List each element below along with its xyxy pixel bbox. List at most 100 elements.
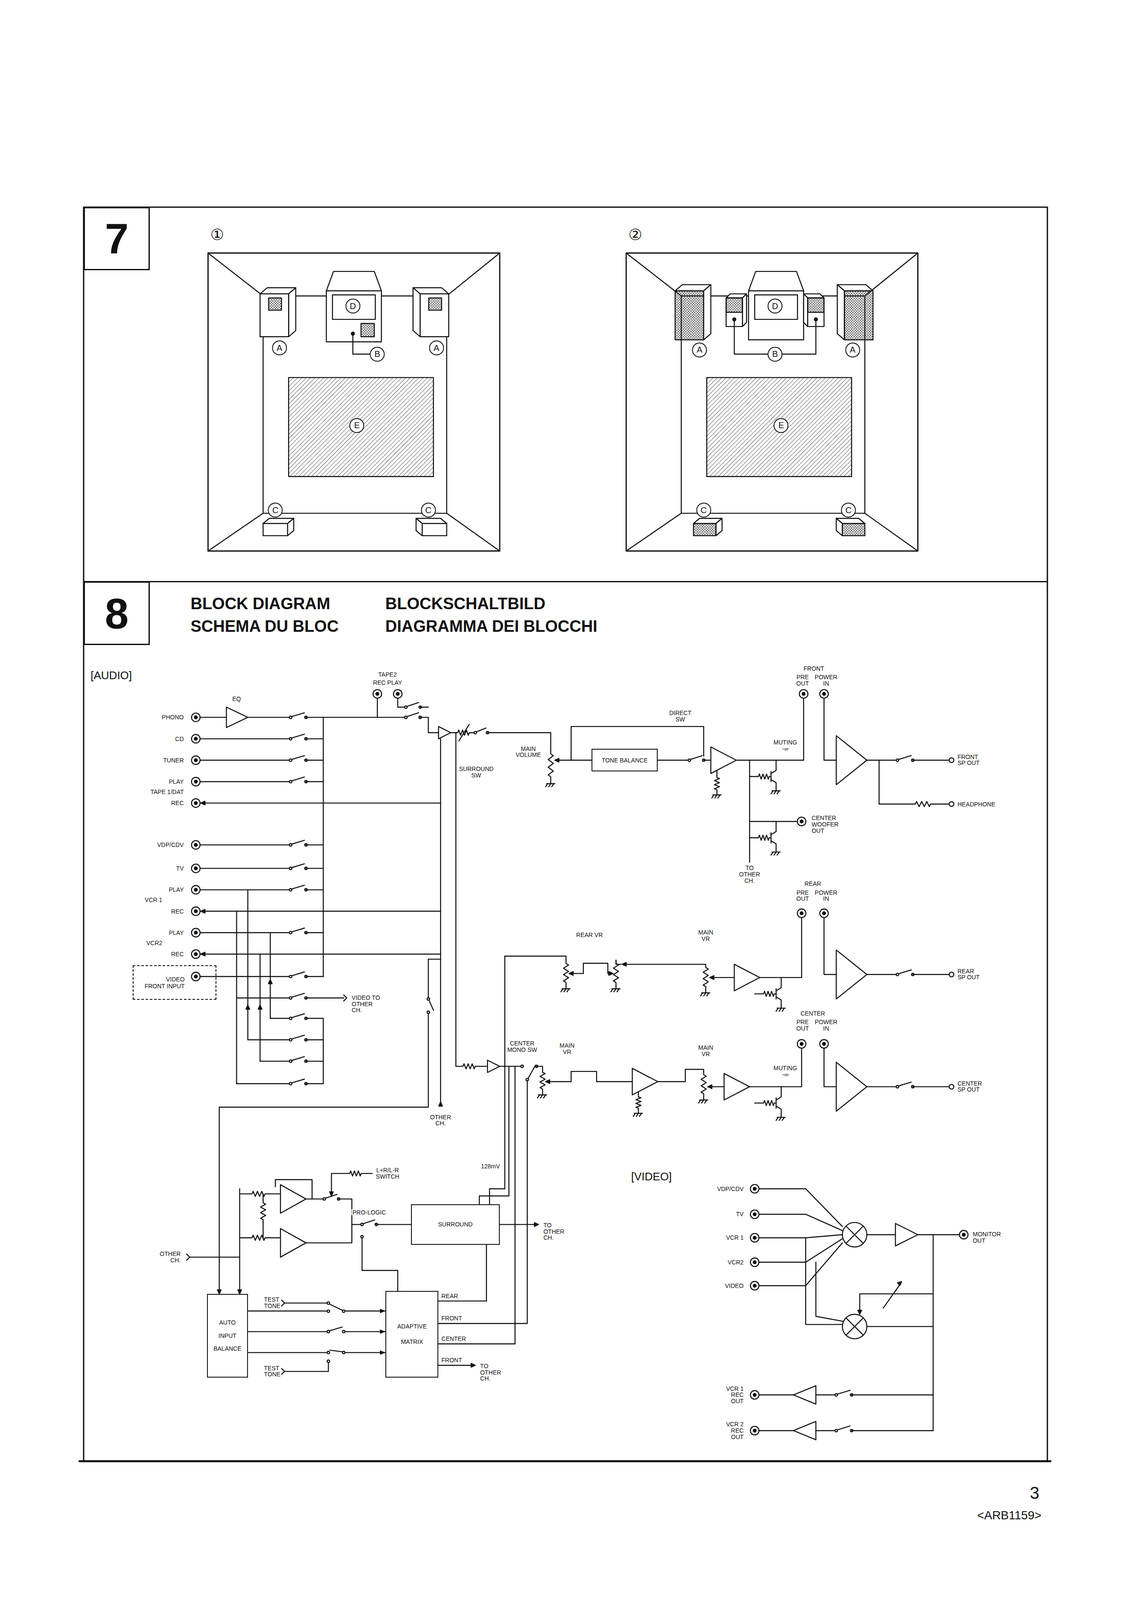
callout-letter-text: A <box>849 344 856 355</box>
wire <box>419 706 429 708</box>
wire <box>758 1393 794 1395</box>
jack-ring <box>191 928 201 937</box>
wire <box>626 963 706 965</box>
contact <box>289 843 292 846</box>
panel-number: 7 <box>83 206 150 271</box>
contact <box>342 1329 345 1333</box>
callout-letter-text: C <box>272 505 279 516</box>
contact <box>289 1017 292 1020</box>
wire <box>866 1325 933 1327</box>
transistor-symbol <box>770 760 776 788</box>
contact <box>289 780 292 783</box>
wire <box>716 770 718 776</box>
contact <box>835 1428 838 1432</box>
wire <box>571 726 704 761</box>
signal-label: EQ <box>231 695 242 703</box>
wire <box>275 1179 312 1199</box>
wire <box>866 1233 896 1235</box>
arrowhead <box>609 971 614 976</box>
wire <box>200 844 291 846</box>
arrowhead <box>709 975 715 980</box>
figure-number: ① <box>209 226 225 244</box>
resistor-symbol <box>756 834 771 840</box>
callout-letter-text: A <box>276 343 283 353</box>
signal-label: PLAY <box>168 886 185 893</box>
speaker-front <box>844 290 874 340</box>
jack-symbol <box>191 755 201 765</box>
callout-letter: A <box>428 340 445 356</box>
jack-pin <box>753 1260 757 1264</box>
wire <box>499 1065 522 1067</box>
transistor-symbol <box>770 821 776 849</box>
switch-symbol <box>289 712 308 719</box>
wire <box>851 1393 933 1395</box>
resistor-symbol <box>761 991 776 997</box>
switch-symbol <box>896 755 915 762</box>
jack-ring <box>191 798 201 808</box>
jack-symbol <box>797 816 806 826</box>
signal-label: VCR 1 <box>725 1234 745 1241</box>
resistor-symbol <box>460 1063 478 1069</box>
callout-letter-text: B <box>374 349 380 359</box>
callout-letter-text: B <box>772 349 778 359</box>
ground-symbol <box>770 787 781 794</box>
wire <box>477 1065 488 1067</box>
wire <box>323 716 406 718</box>
switch-symbol <box>289 1013 308 1020</box>
wire <box>824 1047 837 1087</box>
wire <box>236 997 291 999</box>
contact <box>323 1197 326 1201</box>
resistor-symbol <box>249 1234 268 1240</box>
signal-label: REAR SP OUT <box>956 967 984 981</box>
input-chevron <box>343 994 347 1001</box>
switch-blade <box>291 734 305 738</box>
callout-letter: A <box>845 342 861 358</box>
process-box: ADAPTIVE MATRIX <box>385 1290 439 1378</box>
wire <box>376 1223 412 1225</box>
wire <box>932 1234 934 1431</box>
room-outline <box>207 253 500 551</box>
wire <box>932 803 950 805</box>
jack-symbol <box>819 1039 829 1048</box>
callout-letter: A <box>691 342 708 358</box>
jack-ring <box>191 949 201 959</box>
signal-label: TAPE 1/DAT <box>149 788 185 796</box>
wire <box>306 716 324 718</box>
callout-circle <box>768 346 783 362</box>
callout-circle <box>774 418 789 433</box>
contact <box>289 716 292 719</box>
wire <box>866 759 898 761</box>
wire <box>267 1192 281 1194</box>
wire <box>615 959 621 965</box>
box-text: ADAPTIVE MATRIX <box>397 1318 427 1350</box>
wire <box>284 1362 329 1372</box>
ground-symbol <box>560 985 571 992</box>
process-box: TONE BALANCE <box>591 748 658 772</box>
wire <box>200 737 291 739</box>
jack-ring <box>750 1425 759 1435</box>
leader-line <box>352 333 370 355</box>
jack-ring <box>750 1390 759 1400</box>
switch-symbol <box>289 993 308 1000</box>
process-box: AUTO INPUT BALANCE <box>206 1293 248 1378</box>
speaker-front <box>842 523 866 536</box>
signal-label: CENTER <box>440 1335 467 1342</box>
signal-label: SURROUND SW <box>457 766 495 779</box>
jack-pin <box>194 715 198 719</box>
wire <box>758 1238 843 1263</box>
jack-pin <box>194 758 198 762</box>
arrowhead <box>707 1084 712 1089</box>
signal-label: TAPE2 <box>377 671 398 678</box>
jack-ring <box>797 816 806 826</box>
box-text: VIDEO <box>166 975 185 983</box>
page-number: 3 <box>1028 1483 1041 1502</box>
wire <box>504 956 566 961</box>
figure-number: ② <box>627 226 644 244</box>
ground-symbol <box>545 780 555 787</box>
wire <box>284 1302 328 1303</box>
jack-ring <box>393 689 403 698</box>
wire <box>657 759 690 761</box>
heading-text: DIAGRAMMA DEI BLOCCHI <box>384 617 599 636</box>
box-text: 7 <box>104 217 129 260</box>
